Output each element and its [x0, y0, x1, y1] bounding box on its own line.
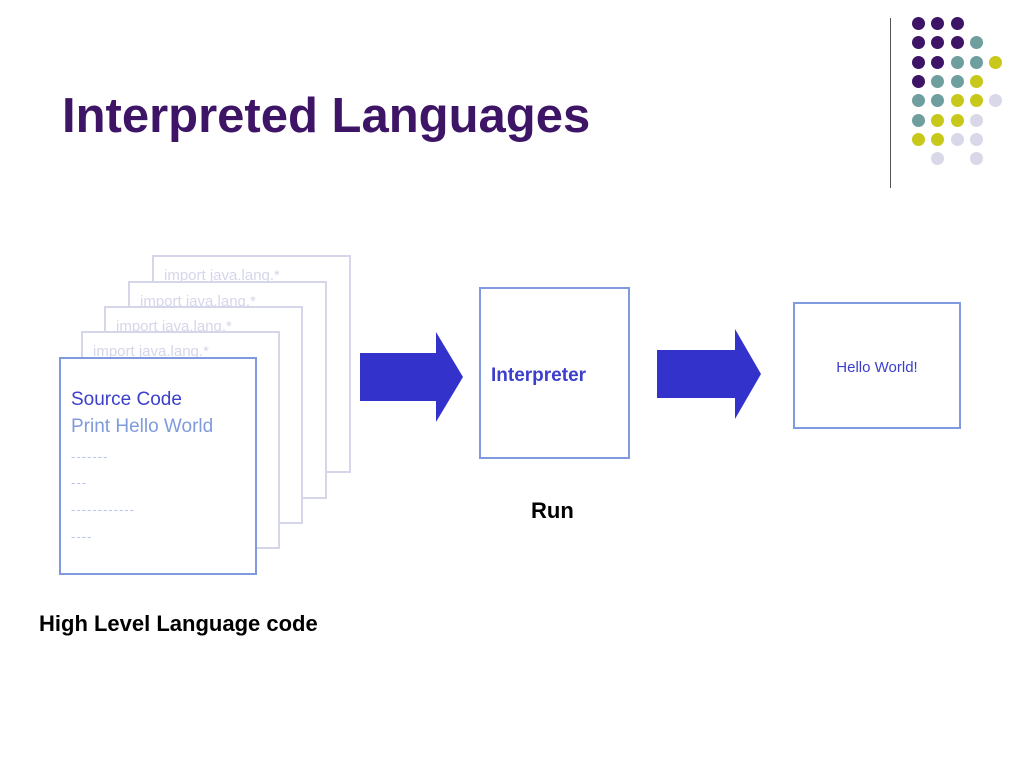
- decor-dot: [969, 94, 983, 108]
- decor-dot: [912, 55, 925, 69]
- arrow-right-icon: [657, 329, 761, 419]
- decor-dot: [912, 132, 925, 146]
- page-ghost-text: import java.lang.*: [140, 293, 256, 310]
- source-caption: High Level Language code: [39, 611, 318, 636]
- decor-dot: [989, 55, 1003, 69]
- code-dash-line: ------------: [71, 502, 135, 517]
- decor-dot: [950, 74, 964, 88]
- decor-dot: [950, 36, 964, 50]
- output-box: Hello World!: [793, 302, 961, 429]
- slide-title: Interpreted Languages: [62, 89, 591, 143]
- decor-dot: [950, 113, 964, 127]
- code-dash-line: ----: [71, 529, 93, 544]
- decor-dot: [969, 132, 983, 146]
- decor-dot: [931, 113, 945, 127]
- decor-dot: [950, 94, 964, 108]
- decor-dot: [969, 152, 983, 166]
- decor-dot: [969, 36, 983, 50]
- decor-dot: [931, 74, 945, 88]
- decor-dot: [912, 17, 925, 30]
- decor-dot: [931, 152, 945, 166]
- source-code-label: Source Code: [71, 389, 182, 410]
- interpreter-box: Interpreter: [479, 287, 630, 459]
- decor-dot: [912, 74, 925, 88]
- code-dash-line: -------: [71, 449, 109, 464]
- source-code-page: Source Code Print Hello World ------- --…: [59, 357, 257, 575]
- decor-dot: [912, 36, 925, 50]
- decor-dot: [931, 55, 945, 69]
- page-ghost-text: import java.lang.*: [116, 318, 232, 335]
- decor-dot: [912, 113, 925, 127]
- decor-dot: [969, 113, 983, 127]
- decor-dot: [969, 55, 983, 69]
- decor-dot: [912, 94, 925, 108]
- code-dash-line: ---: [71, 475, 87, 490]
- decor-dot: [950, 132, 964, 146]
- page-ghost-text: import java.lang.*: [164, 267, 280, 284]
- interpreter-label: Interpreter: [491, 365, 587, 386]
- decor-dot: [950, 55, 964, 69]
- decor-dot: [931, 132, 945, 146]
- decor-dot: [989, 94, 1003, 108]
- decor-dot: [969, 74, 983, 88]
- output-label: Hello World!: [836, 359, 918, 376]
- page-ghost-text: import java.lang.*: [93, 343, 209, 360]
- run-caption: Run: [531, 498, 574, 523]
- arrow-right-icon: [360, 332, 463, 422]
- decor-dot: [931, 94, 945, 108]
- print-statement: Print Hello World: [71, 416, 214, 437]
- decor-dot: [931, 36, 945, 50]
- decor-dot: [931, 17, 945, 30]
- divider-line: [890, 18, 891, 188]
- decor-dot: [950, 17, 964, 30]
